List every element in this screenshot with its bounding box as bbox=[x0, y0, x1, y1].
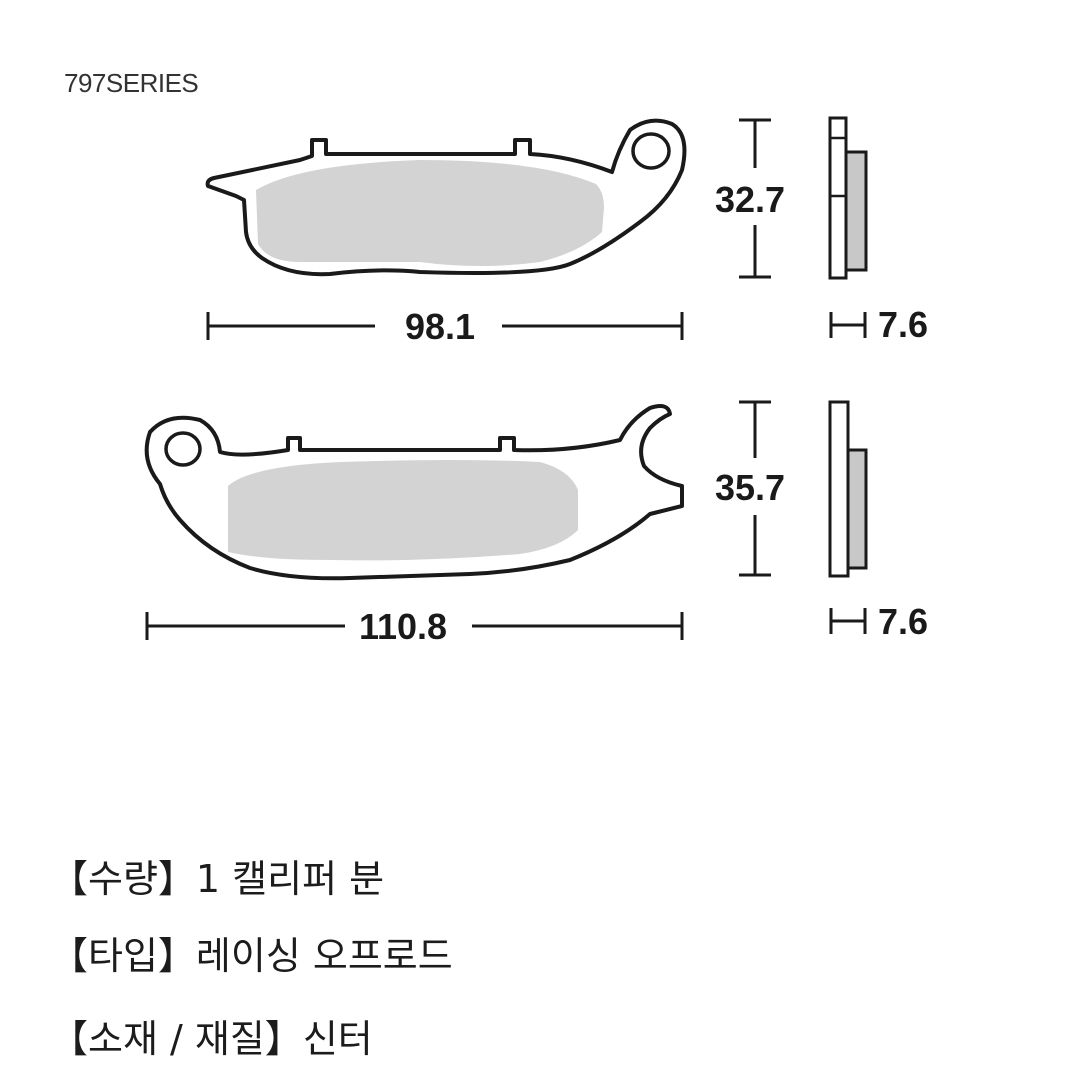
pad-1-width-dimension: 98.1 bbox=[206, 306, 684, 347]
pad-2-width-value: 110.8 bbox=[359, 606, 447, 647]
pad-1-mount-hole bbox=[631, 132, 671, 170]
pad-2-thickness-value: 7.6 bbox=[878, 601, 928, 642]
spec-quantity-label: 【수량】 bbox=[50, 857, 196, 901]
pad-2-mount-hole bbox=[164, 431, 202, 467]
pad-2-side-view bbox=[828, 400, 868, 578]
pad-1-side-view bbox=[828, 116, 868, 280]
pad-2-front-view bbox=[144, 404, 684, 581]
pad-2-thickness-dimension: 7.6 bbox=[829, 601, 928, 642]
pad-1-height-dimension: 32.7 bbox=[715, 118, 785, 279]
pad-1-width-value: 98.1 bbox=[405, 306, 475, 347]
pad-2-width-dimension: 110.8 bbox=[145, 606, 684, 647]
pad-1-height-value: 32.7 bbox=[715, 179, 785, 220]
pad-2-height-value: 35.7 bbox=[715, 467, 785, 508]
spec-type-label: 【타입】 bbox=[50, 934, 196, 978]
spec-type-value: 레이싱 오프로드 bbox=[195, 934, 453, 978]
spec-quantity-value: 1 캘리퍼 분 bbox=[195, 857, 385, 901]
pad-1-thickness-dimension: 7.6 bbox=[829, 304, 928, 345]
spec-type: 【타입】레이싱 오프로드 bbox=[50, 925, 453, 980]
spec-material: 【소재 / 재질】신터 bbox=[50, 1008, 373, 1063]
brake-pad-diagram: 32.7 98.1 7.6 35.7 bbox=[144, 116, 928, 647]
pad-1-front-view bbox=[205, 118, 687, 277]
pad-1-thickness-value: 7.6 bbox=[878, 304, 928, 345]
pad-2-height-dimension: 35.7 bbox=[715, 400, 785, 577]
pad-2-friction-material bbox=[228, 460, 578, 561]
spec-material-value: 신터 bbox=[302, 1017, 373, 1061]
spec-quantity: 【수량】1 캘리퍼 분 bbox=[50, 848, 384, 903]
pad-1-friction-material bbox=[256, 160, 604, 266]
series-label: 797SERIES bbox=[64, 68, 199, 98]
spec-material-label: 【소재 / 재질】 bbox=[50, 1017, 303, 1061]
